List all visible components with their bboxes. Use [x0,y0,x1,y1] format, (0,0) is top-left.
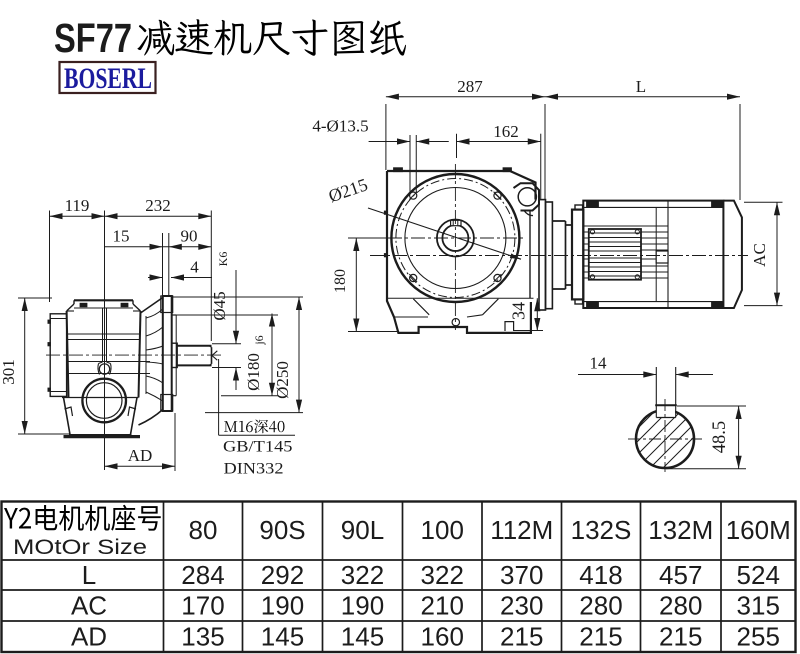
svg-text:Ø250: Ø250 [273,361,292,399]
svg-text:457: 457 [659,560,702,590]
svg-text:287: 287 [457,77,483,96]
svg-text:80: 80 [189,515,218,545]
svg-text:AC: AC [750,243,769,267]
svg-text:284: 284 [181,560,224,590]
svg-text:190: 190 [261,591,304,621]
svg-text:AC: AC [71,591,107,621]
svg-text:280: 280 [659,591,702,621]
svg-text:180: 180 [332,269,349,293]
svg-text:j6: j6 [252,335,266,345]
svg-text:K6: K6 [216,252,230,267]
svg-text:90S: 90S [259,515,305,545]
svg-text:AD: AD [71,622,107,652]
svg-text:132M: 132M [648,515,713,545]
svg-text:230: 230 [500,591,543,621]
svg-text:GB/T145: GB/T145 [223,439,293,456]
svg-text:162: 162 [493,122,519,141]
svg-text:AD: AD [128,446,153,465]
svg-text:280: 280 [579,591,622,621]
svg-text:4-Ø13.5: 4-Ø13.5 [312,117,368,136]
svg-text:132S: 132S [571,515,632,545]
svg-text:4: 4 [190,258,199,277]
svg-text:MOtOr Size: MOtOr Size [13,536,147,559]
svg-text:215: 215 [500,622,543,652]
svg-text:145: 145 [261,622,304,652]
svg-text:135: 135 [181,622,224,652]
svg-text:292: 292 [261,560,304,590]
svg-text:100: 100 [421,515,464,545]
svg-text:322: 322 [421,560,464,590]
svg-text:160: 160 [421,622,464,652]
svg-text:Ø180: Ø180 [244,353,263,391]
svg-text:160M: 160M [726,515,791,545]
svg-text:301: 301 [0,359,18,385]
svg-text:418: 418 [579,560,622,590]
svg-text:L: L [636,77,646,96]
svg-text:190: 190 [341,591,384,621]
svg-text:BOSERL: BOSERL [64,62,152,95]
svg-text:14: 14 [590,354,608,373]
svg-text:119: 119 [65,196,90,215]
svg-text:SF77: SF77 [54,15,132,61]
svg-text:210: 210 [421,591,464,621]
svg-text:170: 170 [181,591,224,621]
svg-text:15: 15 [113,227,130,246]
svg-text:DIN332: DIN332 [224,461,284,478]
svg-text:112M: 112M [490,515,553,545]
svg-text:34: 34 [509,302,529,320]
svg-text:90L: 90L [341,515,384,545]
svg-text:322: 322 [341,560,384,590]
svg-text:145: 145 [341,622,384,652]
svg-text:524: 524 [737,560,780,590]
svg-text:215: 215 [579,622,622,652]
svg-text:Ø45: Ø45 [210,291,229,320]
svg-text:48.5: 48.5 [710,421,730,453]
svg-text:232: 232 [145,196,171,215]
svg-text:215: 215 [659,622,702,652]
svg-text:315: 315 [737,591,780,621]
svg-text:370: 370 [500,560,543,590]
svg-text:90: 90 [181,227,198,246]
svg-text:255: 255 [737,622,780,652]
svg-text:L: L [82,560,96,590]
